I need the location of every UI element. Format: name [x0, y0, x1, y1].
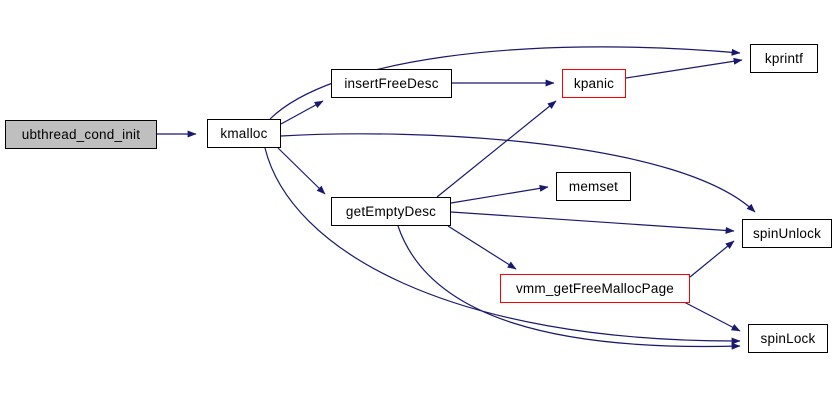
node-memset[interactable]: memset — [556, 172, 631, 201]
edge-vmm_getFreeMallocPage-to-spinUnlock — [689, 240, 735, 278]
node-get-empty-desc[interactable]: getEmptyDesc — [331, 197, 451, 226]
edge-kmalloc-to-spinLock — [264, 147, 741, 345]
node-label: spinUnlock — [752, 226, 822, 241]
node-kprintf[interactable]: kprintf — [750, 44, 818, 73]
node-label: insertFreeDesc — [344, 76, 439, 91]
edge-getEmptyDesc-to-spinLock — [397, 225, 741, 350]
node-kmalloc[interactable]: kmalloc — [207, 119, 281, 148]
node-vmm-get-free-malloc-page[interactable]: vmm_getFreeMallocPage — [500, 274, 690, 303]
node-label: ubthread_cond_init — [21, 127, 141, 142]
node-ubthread-cond-init[interactable]: ubthread_cond_init — [5, 120, 157, 149]
node-label: vmm_getFreeMallocPage — [515, 281, 674, 296]
edge-kmalloc-to-kprintf — [269, 46, 741, 120]
edge-getEmptyDesc-to-kpanic — [436, 100, 557, 198]
edge-vmm_getFreeMallocPage-to-spinLock — [683, 301, 741, 332]
edge-getEmptyDesc-to-memset — [450, 184, 549, 204]
edge-kmalloc-to-getEmptyDesc — [277, 147, 326, 195]
node-spin-unlock[interactable]: spinUnlock — [742, 219, 832, 248]
node-spin-lock[interactable]: spinLock — [748, 324, 828, 353]
edge-kmalloc-to-spinUnlock — [280, 133, 756, 213]
node-label: kmalloc — [220, 126, 268, 141]
node-label: kpanic — [573, 76, 615, 91]
node-insert-free-desc[interactable]: insertFreeDesc — [331, 69, 452, 98]
node-label: kprintf — [764, 51, 804, 66]
node-label: spinLock — [760, 331, 816, 346]
node-kpanic[interactable]: kpanic — [562, 69, 626, 98]
edge-kpanic-to-kprintf — [625, 57, 743, 79]
edge-getEmptyDesc-to-spinUnlock — [450, 211, 735, 234]
edge-getEmptyDesc-to-vmm_getFreeMallocPage — [447, 225, 517, 270]
edge-kmalloc-to-insertFreeDesc — [280, 100, 324, 125]
node-label: memset — [568, 179, 619, 194]
node-label: getEmptyDesc — [345, 204, 437, 219]
